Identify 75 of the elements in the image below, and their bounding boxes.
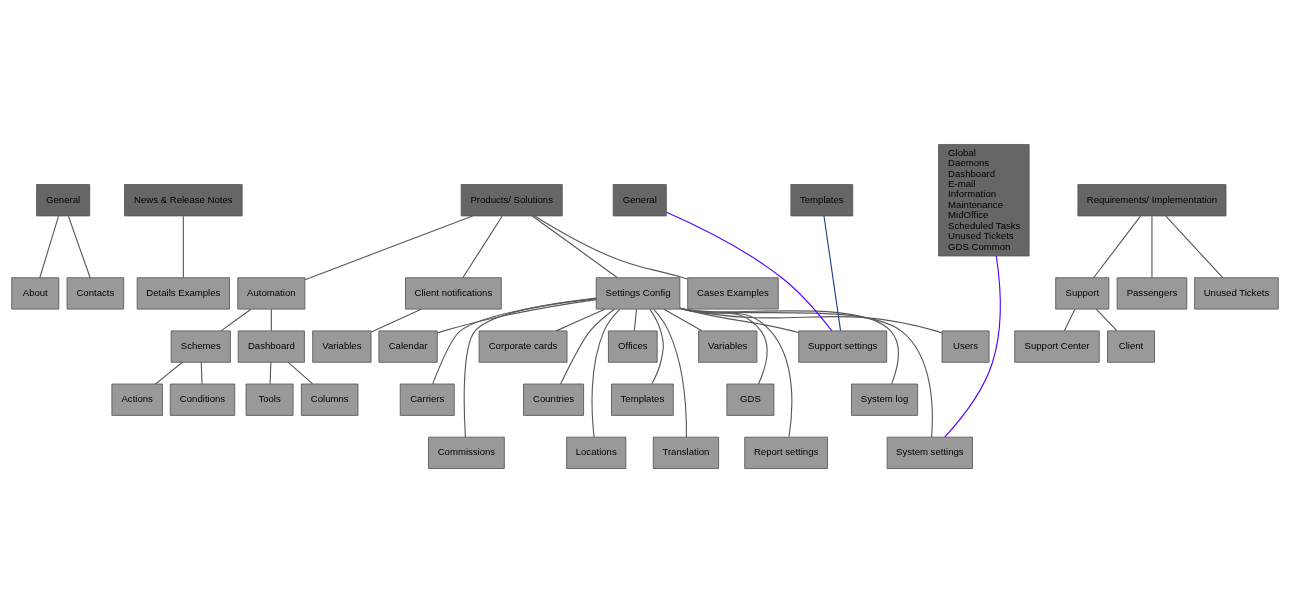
connector (1095, 308, 1118, 331)
node-box: Cases Examples (687, 276, 779, 310)
node-box: Users (941, 329, 990, 363)
connector (462, 215, 503, 278)
node-box: Calendar (378, 329, 438, 363)
connector (534, 214, 689, 280)
connector (287, 361, 314, 384)
connector (633, 308, 638, 331)
connector (269, 361, 272, 384)
node-box: Conditions (169, 383, 236, 416)
connector (591, 308, 621, 438)
node-box: Support Center (1014, 329, 1100, 363)
connector (67, 215, 91, 278)
node-box: Actions (111, 383, 163, 416)
node-box: Support settings (798, 329, 888, 363)
node-box: Schemes (170, 329, 231, 363)
node-box: Global Daemons Dashboard E-mail Information Maintenance MidOffice Scheduled Tasks Unused Tickets GDS Common (938, 143, 1030, 256)
node-box: Settings Config (595, 276, 681, 310)
connector (1063, 308, 1076, 331)
connector (154, 361, 183, 385)
node-box: Variables (698, 329, 758, 363)
connector (370, 308, 422, 333)
node-box: General (36, 183, 91, 216)
node-box: System settings (886, 436, 973, 469)
node-box: Dashboard (237, 329, 305, 363)
connector (436, 298, 597, 333)
connector (679, 307, 943, 333)
connector (304, 214, 474, 280)
connector (665, 211, 833, 331)
node-box: Details Examples (136, 276, 230, 310)
connector (944, 254, 1001, 438)
node-box: Report settings (744, 436, 828, 469)
connector (200, 361, 203, 384)
node-box: News & Release Notes (124, 183, 243, 216)
connector (1165, 215, 1224, 278)
connector (560, 308, 615, 384)
connector (432, 297, 597, 384)
node-box: Countries (523, 383, 585, 416)
node-box: Commissions (428, 436, 505, 469)
node-box: About (11, 276, 60, 310)
node-box: Translation (652, 436, 720, 469)
node-box: Contacts (66, 276, 125, 310)
node-box: Tools (245, 383, 294, 416)
node-box: Templates (790, 183, 854, 216)
connector (653, 308, 687, 438)
connector (555, 308, 606, 331)
node-box: Locations (566, 436, 627, 469)
node-box: General (612, 183, 667, 216)
node-box: Unused Tickets (1194, 276, 1279, 310)
connector (823, 214, 842, 331)
connector (220, 308, 252, 331)
node-box: Offices (608, 329, 658, 363)
connector (649, 308, 664, 384)
connector (531, 214, 619, 278)
node-box: Variables (312, 329, 372, 363)
connector (1151, 215, 1153, 278)
node-box: Client (1107, 329, 1155, 363)
node-box: Client notifications (405, 276, 502, 310)
node-box: Templates (611, 383, 674, 416)
node-box: Support (1055, 276, 1110, 310)
connector (182, 215, 184, 278)
node-box: GDS (726, 383, 775, 416)
node-box: Carriers (399, 383, 455, 416)
connector (463, 297, 597, 438)
node-box: Automation (237, 276, 306, 310)
connector (663, 308, 703, 331)
connector (270, 308, 272, 331)
node-box: Columns (300, 383, 359, 416)
node-box: Corporate cards (478, 329, 568, 363)
connector (39, 215, 60, 278)
connector (1093, 215, 1141, 278)
node-box: Passengers (1116, 276, 1188, 310)
node-box: Requirements/ Implementation (1077, 183, 1227, 216)
node-box: Products/ Solutions (460, 183, 563, 216)
node-box: System log (851, 383, 919, 416)
